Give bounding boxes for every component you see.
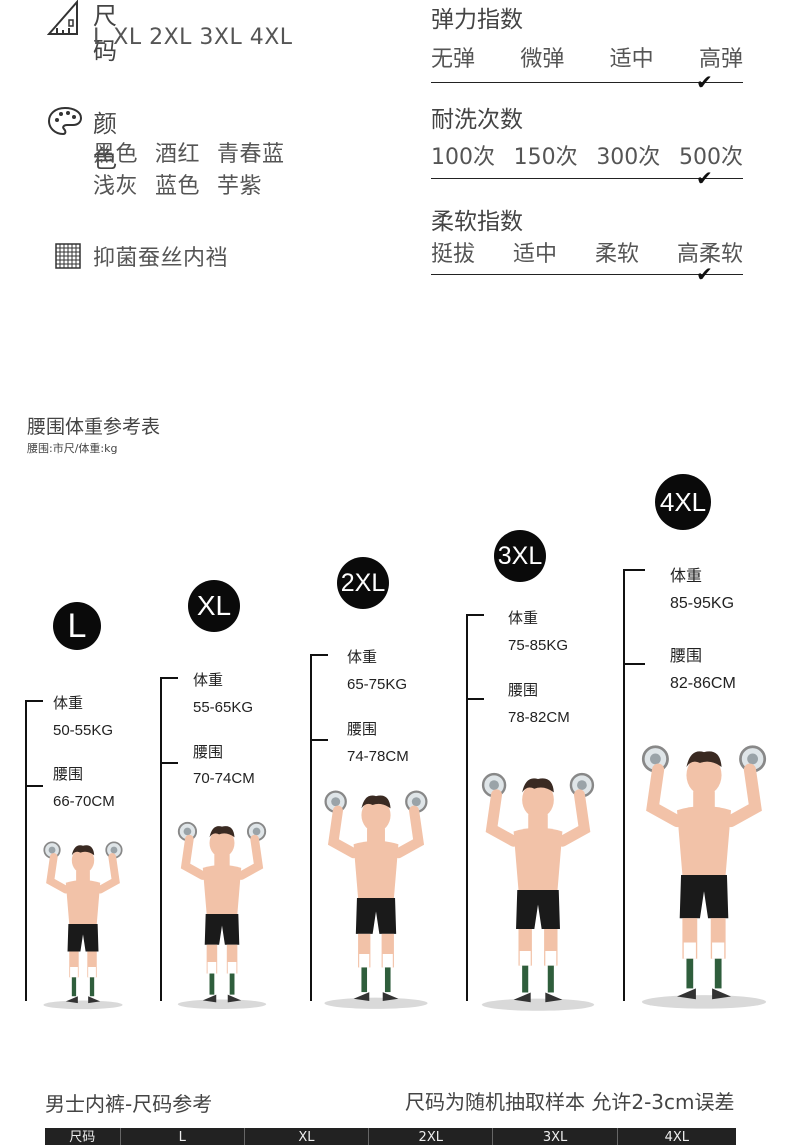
rating-options: 100次 150次 300次 500次 — [431, 139, 743, 171]
size-badge-3xl: 3XL — [494, 530, 546, 582]
waist-label: 腰围 — [53, 765, 84, 783]
weight-label: 体重 — [670, 566, 703, 585]
palette-icon — [47, 106, 83, 136]
rating-option: 500次 — [678, 145, 743, 170]
waist-value: 74-78CM — [347, 748, 409, 765]
size-bracket — [466, 614, 468, 1001]
weight-value: 65-75KG — [347, 676, 408, 693]
check-icon: ✔ — [696, 70, 713, 94]
size-bracket — [25, 700, 27, 1001]
bracket-notch — [160, 677, 178, 679]
weight-label: 体重 — [508, 609, 539, 627]
color-option: 黑色 — [93, 142, 139, 167]
size-badge-xl: XL — [188, 580, 240, 632]
size-badge-l: L — [53, 602, 101, 650]
weight-label: 体重 — [347, 648, 378, 666]
footer-left-title: 男士内裤-尺码参考 — [45, 1092, 213, 1116]
bracket-notch — [466, 614, 484, 616]
size-bracket — [310, 654, 312, 1001]
weight-label: 体重 — [193, 671, 224, 689]
bracket-notch — [466, 698, 484, 700]
size-bracket — [160, 677, 162, 1001]
waist-label: 腰围 — [347, 720, 378, 738]
bracket-notch — [25, 785, 43, 787]
bracket-notch — [310, 654, 328, 656]
color-row-1: 黑色 酒红 青春蓝 — [93, 136, 285, 168]
table-header-cell: 4XL — [664, 1130, 690, 1145]
weight-label: 体重 — [53, 694, 84, 712]
table-header-cell: 尺码 — [45, 1128, 121, 1145]
footer-right-note: 尺码为随机抽取样本 允许2-3cm误差 — [405, 1090, 735, 1114]
model-figure-l — [43, 841, 123, 1010]
check-icon: ✔ — [696, 262, 713, 286]
table-header-cell: XL — [245, 1128, 370, 1145]
size-badge-2xl: 2XL — [337, 557, 389, 609]
rating-option: 无弹 — [431, 47, 476, 72]
bracket-notch — [25, 700, 43, 702]
size-title: 尺码 — [93, 2, 117, 65]
bracket-notch — [623, 569, 645, 571]
weight-value: 50-55KG — [53, 722, 114, 739]
rating-option: 300次 — [596, 145, 661, 170]
model-figure-3xl — [474, 768, 602, 1012]
weight-value: 75-85KG — [508, 637, 569, 654]
color-title: 颜色 — [93, 110, 117, 173]
model-figure-2xl — [318, 786, 434, 1010]
color-option: 酒红 — [155, 142, 201, 167]
bracket-notch — [623, 663, 645, 665]
color-option: 芋紫 — [217, 174, 263, 199]
waist-label: 腰围 — [670, 646, 703, 665]
size-chart-subtitle: 腰围:市尺/体重:kg — [27, 442, 118, 455]
table-header-cell: L — [121, 1128, 245, 1145]
bracket-notch — [310, 739, 328, 741]
rating-options: 挺拔 适中 柔软 高柔软 — [431, 236, 743, 268]
color-row-2: 浅灰 蓝色 芋紫 — [93, 168, 262, 200]
rating-softness: 柔软指数 挺拔 适中 柔软 高柔软 ✔ — [431, 200, 743, 292]
waist-value: 78-82CM — [508, 709, 570, 726]
weight-value: 55-65KG — [193, 699, 254, 716]
rating-option: 适中 — [609, 47, 654, 72]
rating-option: 适中 — [512, 242, 557, 267]
waist-label: 腰围 — [508, 681, 539, 699]
bracket-notch — [160, 762, 178, 764]
rating-line — [431, 178, 743, 179]
rating-title: 弹力指数 — [431, 7, 523, 33]
rating-option: 150次 — [513, 145, 578, 170]
color-option: 青春蓝 — [217, 142, 285, 167]
rating-option: 高柔软 — [676, 242, 743, 267]
table-header-cell: 2XL — [369, 1128, 494, 1145]
rating-option: 高弹 — [698, 47, 743, 72]
rating-line — [431, 274, 743, 275]
rating-option: 柔软 — [594, 242, 639, 267]
color-option: 蓝色 — [155, 174, 201, 199]
rating-elasticity: 弹力指数 无弹 微弹 适中 高弹 ✔ — [431, 0, 743, 94]
size-values: L XL 2XL 3XL 4XL — [93, 25, 293, 50]
model-figure-xl — [172, 818, 272, 1010]
waist-value: 70-74CM — [193, 770, 255, 787]
rating-option: 微弹 — [520, 47, 565, 72]
rating-options: 无弹 微弹 适中 高弹 — [431, 41, 743, 73]
rating-option: 100次 — [431, 145, 495, 170]
color-option: 浅灰 — [93, 174, 139, 199]
check-icon: ✔ — [696, 166, 713, 190]
size-chart-title: 腰围体重参考表 — [27, 416, 161, 438]
weight-value: 85-95KG — [670, 595, 735, 612]
size-bracket — [623, 569, 625, 1001]
rating-line — [431, 82, 743, 83]
rating-wash: 耐洗次数 100次 150次 300次 500次 ✔ — [431, 100, 743, 192]
crotch-label: 抑菌蚕丝内裆 — [93, 246, 229, 271]
fabric-grid-icon — [55, 243, 81, 269]
ruler-icon — [47, 0, 78, 35]
size-badge-4xl: 4XL — [655, 474, 711, 530]
waist-label: 腰围 — [193, 743, 224, 761]
size-table-header: 尺码 L XL 2XL 3XL 4XL — [45, 1128, 736, 1145]
rating-title: 柔软指数 — [431, 209, 523, 235]
waist-value: 66-70CM — [53, 793, 115, 810]
model-figure-4xl — [634, 740, 774, 1010]
table-header-cell: 3XL — [493, 1128, 618, 1145]
rating-option: 挺拔 — [431, 242, 476, 267]
rating-title: 耐洗次数 — [431, 107, 523, 133]
waist-value: 82-86CM — [670, 675, 736, 692]
